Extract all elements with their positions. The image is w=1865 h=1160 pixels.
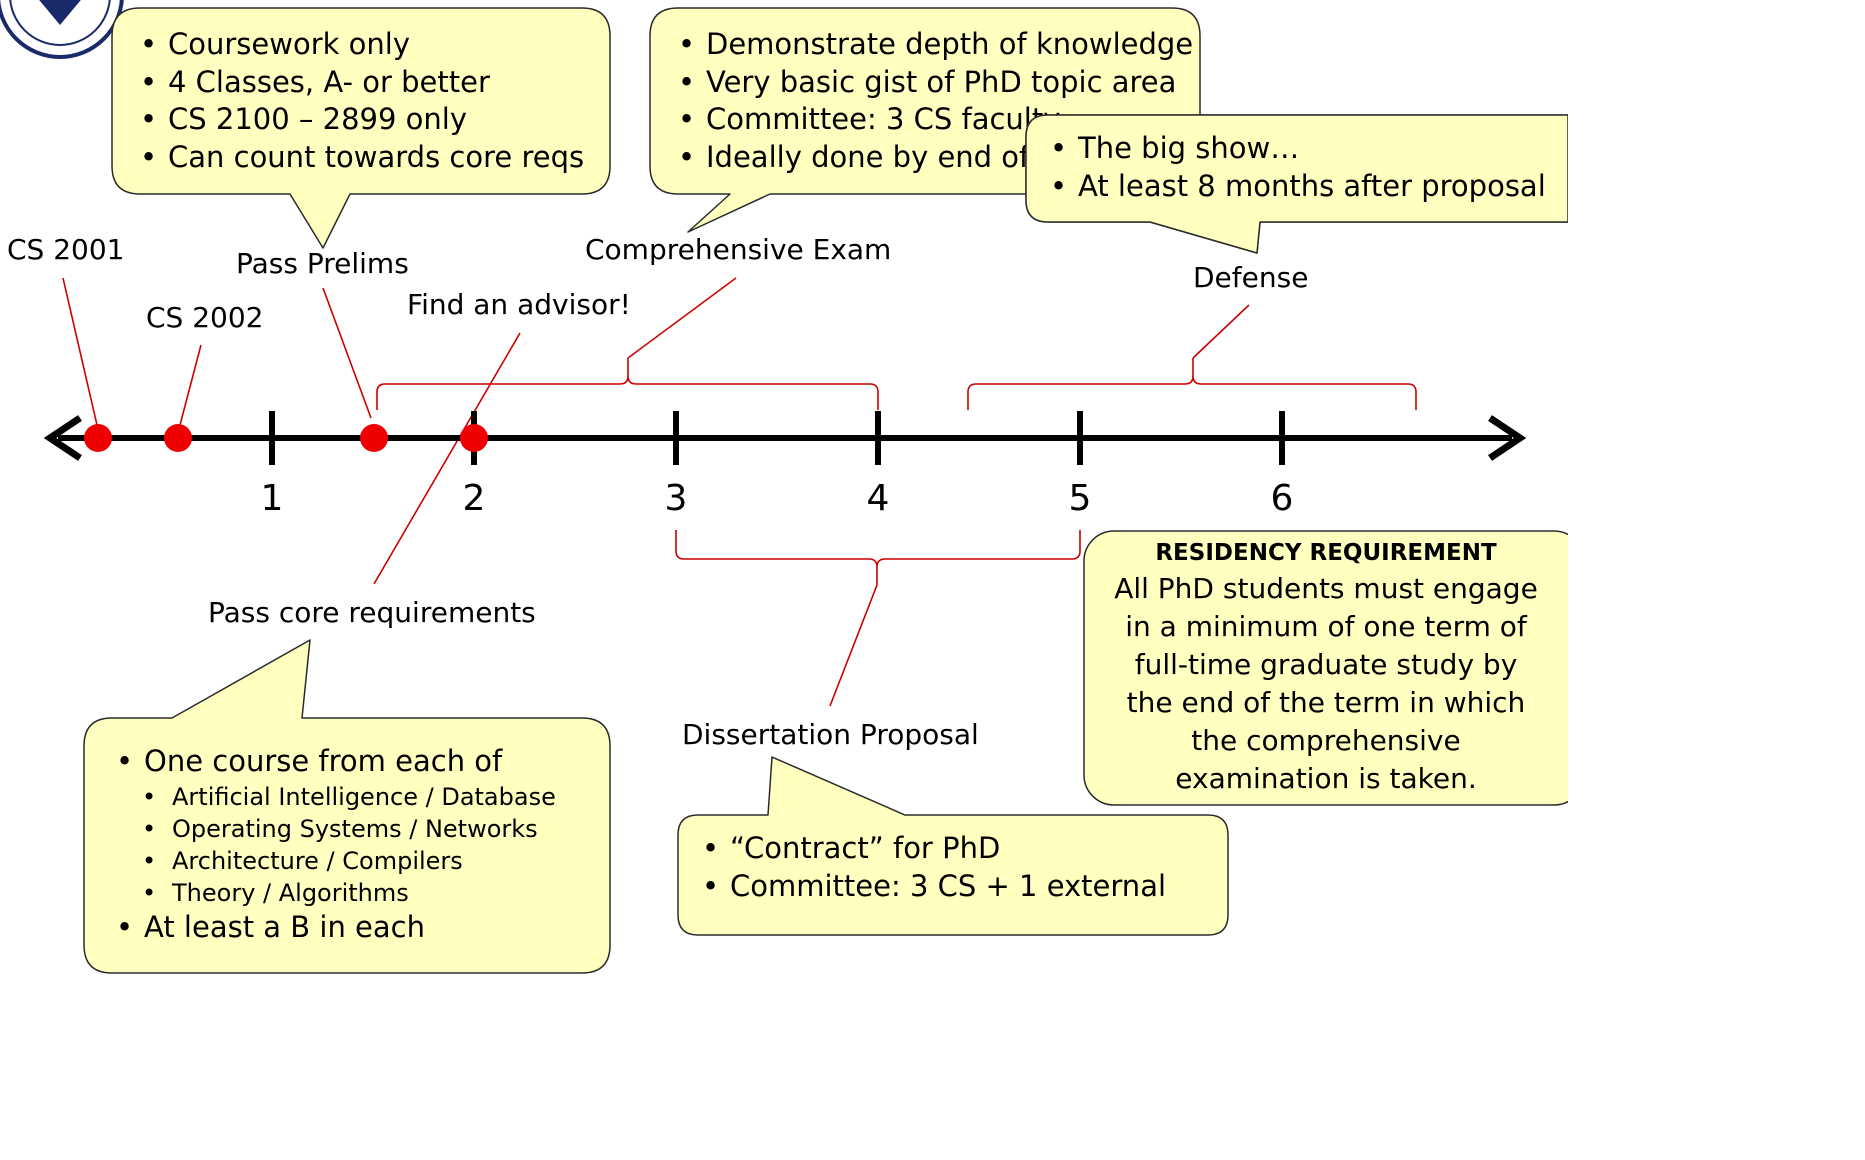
residency-line: the end of the term in which <box>1126 686 1526 719</box>
tick-label-3: 3 <box>664 478 688 519</box>
list-item: “Contract” for PhD <box>698 830 1166 868</box>
label-pass-core-requirements: Pass core requirements <box>208 596 536 629</box>
label-defense: Defense <box>1193 261 1309 294</box>
milestone-dot-advisor <box>460 424 488 452</box>
brace-comp-exam <box>376 358 879 410</box>
university-seal-logo <box>0 0 124 59</box>
callout-dissertation-proposal: “Contract” for PhD Committee: 3 CS + 1 e… <box>698 830 1166 905</box>
residency-box-shape <box>1083 530 1568 806</box>
timeline-axis <box>43 411 1527 465</box>
list-item: CS 2100 – 2899 only <box>136 101 584 139</box>
residency-line: the comprehensive <box>1191 724 1461 757</box>
list-item: Committee: 3 CS + 1 external <box>698 868 1166 906</box>
milestone-dot-cs2001 <box>84 424 112 452</box>
label-cs2001: CS 2001 <box>7 233 125 266</box>
connector-defense <box>1192 304 1250 359</box>
list-item: At least 8 months after proposal <box>1046 168 1546 206</box>
list-item: Committee: 3 CS faculty <box>674 101 1193 139</box>
brace-defense <box>967 358 1417 410</box>
list-item-sub: Operating Systems / Networks <box>112 813 556 845</box>
residency-line: All PhD students must engage <box>1114 572 1538 605</box>
list-item: Coursework only <box>136 26 584 64</box>
connector-lines <box>62 277 1417 707</box>
label-pass-prelims: Pass Prelims <box>236 247 409 280</box>
tick-label-1: 1 <box>260 478 284 519</box>
tick-label-5: 5 <box>1068 478 1092 519</box>
list-item: Demonstrate depth of knowledge <box>674 26 1193 64</box>
connector-advisor <box>373 332 521 585</box>
label-cs2002: CS 2002 <box>146 301 264 334</box>
residency-line: examination is taken. <box>1175 762 1477 795</box>
milestone-dot-prelims <box>360 424 388 452</box>
callout-core-requirements: One course from each of Artificial Intel… <box>112 743 556 946</box>
list-item-sub: Architecture / Compilers <box>112 845 556 877</box>
list-item-sub: Theory / Algorithms <box>112 877 556 909</box>
list-item: At least a B in each <box>112 909 556 947</box>
milestone-dot-cs2002 <box>164 424 192 452</box>
label-dissertation-proposal: Dissertation Proposal <box>682 718 979 751</box>
list-item: One course from each of <box>112 743 556 781</box>
arrow-left-icon <box>43 415 82 461</box>
list-item-sub: Artificial Intelligence / Database <box>112 781 556 813</box>
tick-label-6: 6 <box>1270 478 1294 519</box>
label-comprehensive-exam: Comprehensive Exam <box>585 233 892 266</box>
brace-proposal <box>675 530 1081 585</box>
residency-heading: RESIDENCY REQUIREMENT <box>1155 540 1497 566</box>
callout-prelims: Coursework only 4 Classes, A- or better … <box>136 26 584 176</box>
list-item: 4 Classes, A- or better <box>136 64 584 102</box>
residency-line: in a minimum of one term of <box>1125 610 1527 643</box>
tick-label-2: 2 <box>462 478 486 519</box>
list-item: Very basic gist of PhD topic area <box>674 64 1193 102</box>
list-item: The big show… <box>1046 130 1546 168</box>
connector-comp-exam <box>627 277 737 359</box>
connector-cs2002 <box>179 344 202 426</box>
list-item: Can count towards core reqs <box>136 139 584 177</box>
callout-comprehensive-exam: Demonstrate depth of knowledge Very basi… <box>674 26 1193 176</box>
connector-proposal <box>829 584 878 707</box>
connector-cs2001 <box>62 277 98 426</box>
label-find-advisor: Find an advisor! <box>407 288 631 321</box>
tick-label-4: 4 <box>866 478 890 519</box>
callout-defense: The big show… At least 8 months after pr… <box>1046 130 1546 205</box>
residency-line: full-time graduate study by <box>1134 648 1518 681</box>
arrow-right-icon <box>1488 415 1527 461</box>
residency-requirement-box: RESIDENCY REQUIREMENT All PhD students m… <box>1086 536 1566 798</box>
connector-prelims <box>322 287 372 419</box>
